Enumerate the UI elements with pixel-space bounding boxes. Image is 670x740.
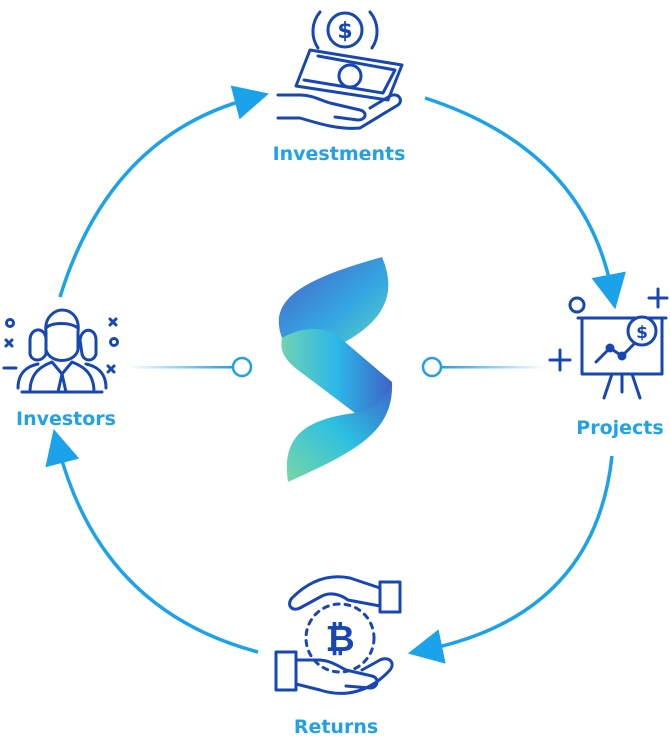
presentation-board-chart-icon: $ [548,287,669,400]
arrow-projects-to-returns [407,455,614,664]
hand-holding-money-icon: $ [276,10,404,130]
brand-s-logo-icon [278,257,393,482]
arrow-returns-to-investors [45,429,259,654]
investor-group-icon [2,308,119,394]
svg-text:$: $ [636,323,648,343]
connector-left [128,356,253,378]
arrow-investments-to-projects [424,96,626,310]
investments-label: Investments [273,143,406,165]
investors-label: Investors [16,408,116,430]
projects-label: Projects [576,417,663,439]
connector-right [421,356,546,378]
svg-text:₿: ₿ [325,619,354,660]
svg-text:$: $ [337,19,352,44]
arrow-investors-to-investments [58,85,269,298]
hands-exchanging-bitcoin-icon: ₿ [274,575,402,695]
returns-label: Returns [294,716,378,738]
